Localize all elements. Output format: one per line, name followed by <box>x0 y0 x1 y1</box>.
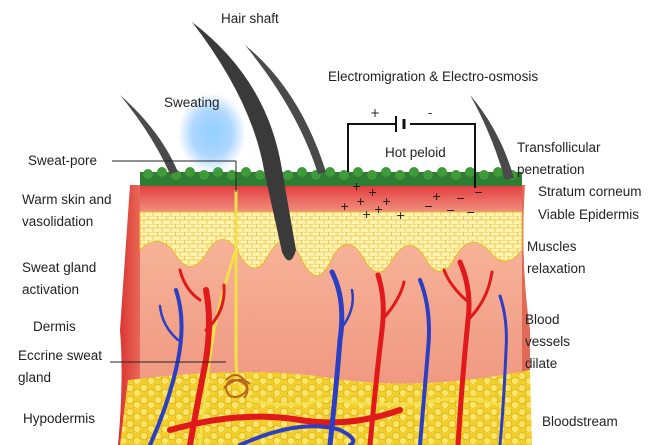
label-sweating: Sweating <box>164 92 220 114</box>
svg-text:+: + <box>382 195 391 208</box>
label-transfollicular: Transfollicular penetration <box>517 137 637 181</box>
label-stratum-corneum: Stratum corneum <box>538 181 642 203</box>
label-eccrine-sweat-gland: Eccrine sweat gland <box>18 345 118 389</box>
svg-text:+: + <box>362 208 371 221</box>
label-dermis: Dermis <box>33 316 76 338</box>
label-electromigration: Electromigration & Electro-osmosis <box>328 66 538 88</box>
svg-text:−: − <box>446 204 455 217</box>
label-viable-epidermis: Viable Epidermis <box>538 204 639 226</box>
label-muscles-relaxation: Muscles relaxation <box>527 236 617 280</box>
svg-text:+: + <box>352 180 361 193</box>
minus-sign: - <box>428 106 432 120</box>
plus-sign: + <box>370 106 380 120</box>
label-hot-peloid: Hot peloid <box>385 142 446 164</box>
label-bloodstream: Bloodstream <box>542 411 618 433</box>
svg-text:−: − <box>474 186 483 199</box>
label-sweat-pore: Sweat-pore <box>28 150 97 172</box>
svg-text:+: + <box>356 195 365 208</box>
label-hair-shaft: Hair shaft <box>221 8 279 30</box>
svg-text:+: + <box>368 186 377 199</box>
surface-peloid <box>140 167 522 186</box>
svg-text:−: − <box>456 192 465 205</box>
label-blood-vessels-dilate: Blood vessels dilate <box>525 309 585 375</box>
svg-text:+: + <box>432 190 441 203</box>
label-hypodermis: Hypodermis <box>23 408 95 430</box>
label-sweat-gland-activation: Sweat gland activation <box>22 257 132 301</box>
label-warm-skin: Warm skin and vasolidation <box>22 189 142 233</box>
svg-text:+: + <box>396 209 405 222</box>
svg-text:−: − <box>466 206 475 219</box>
svg-text:+: + <box>340 200 349 213</box>
